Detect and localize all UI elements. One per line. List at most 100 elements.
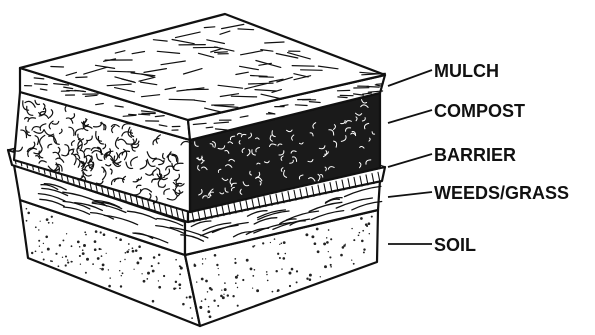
mulch-straw	[238, 29, 254, 30]
soil-speck	[309, 278, 312, 281]
soil-speck	[189, 296, 192, 299]
soil-speck	[126, 251, 129, 254]
soil-speck	[119, 238, 122, 241]
soil-speck	[158, 286, 161, 289]
soil-speck	[62, 257, 63, 258]
soil-speck	[275, 270, 277, 272]
soil-speck	[139, 257, 142, 260]
soil-speck	[296, 281, 298, 283]
mulch-leader-line	[388, 70, 432, 86]
mulch-straw	[292, 66, 314, 67]
soil-speck	[35, 226, 37, 228]
soil-speck	[178, 283, 181, 286]
soil-speck	[153, 256, 156, 259]
soil-speck	[70, 261, 72, 263]
soil-speck	[100, 249, 101, 250]
soil-speck	[152, 270, 155, 273]
soil-speck	[363, 251, 365, 253]
soil-speck	[120, 261, 122, 263]
soil-speck	[45, 236, 48, 239]
soil-speck	[320, 276, 321, 277]
soil-speck	[223, 294, 224, 295]
soil-speck	[289, 272, 292, 275]
soil-speck	[279, 244, 280, 245]
soil-speck	[218, 274, 220, 276]
soil-speck	[363, 248, 365, 250]
soil-speck	[237, 275, 239, 277]
soil-speck	[179, 273, 181, 275]
soil-speck	[204, 298, 206, 300]
mulch-straw	[295, 105, 307, 106]
mulch-straw	[139, 114, 150, 115]
soil-speck	[99, 248, 101, 250]
soil-speck	[128, 249, 129, 250]
soil-speck	[296, 270, 298, 272]
soil-speck	[305, 233, 308, 236]
soil-speck	[121, 275, 122, 276]
soil-speck	[82, 252, 85, 255]
soil-speck	[94, 240, 97, 243]
soil-speck	[101, 255, 103, 257]
soil-speck	[358, 234, 360, 236]
soil-speck	[125, 252, 127, 254]
soil-speck	[285, 253, 287, 255]
soil-speck	[256, 289, 259, 292]
soil-speck	[186, 297, 188, 299]
soil-speck	[324, 265, 327, 268]
soil-speck	[52, 222, 54, 224]
soil-speck	[274, 238, 276, 240]
soil-speck	[50, 260, 52, 262]
mulch-straw	[367, 87, 379, 88]
soil-speck	[201, 278, 204, 281]
soil-speck	[252, 246, 254, 248]
soil-speck	[51, 216, 53, 218]
soil-speck	[237, 287, 238, 288]
soil-speck	[55, 253, 57, 255]
soil-speck	[194, 264, 197, 267]
soil-speck	[38, 229, 39, 230]
soil-speck	[128, 243, 130, 245]
soil-speck	[27, 212, 30, 215]
mulch-straw	[108, 71, 135, 72]
soil-speck	[71, 245, 73, 247]
soil-speck	[368, 222, 371, 225]
soil-speck	[124, 259, 125, 260]
soil-speck	[267, 280, 269, 282]
soil-speck	[39, 246, 40, 247]
soil-speck	[277, 289, 280, 292]
soil-speck	[175, 281, 177, 283]
soil-speck	[207, 291, 208, 292]
soil-speck	[143, 280, 146, 283]
soil-speck	[62, 239, 64, 241]
soil-speck	[205, 280, 208, 283]
soil-speck	[147, 272, 150, 275]
soil-speck	[309, 274, 312, 277]
soil-speck	[77, 241, 80, 244]
soil-speck	[109, 277, 110, 278]
soil-speck	[43, 259, 45, 261]
soil-speck	[281, 243, 283, 245]
soil-speck	[182, 303, 185, 306]
soil-speck	[132, 250, 135, 253]
mulch-straw	[376, 84, 383, 85]
soil-speck	[291, 268, 294, 271]
soil-speck	[173, 287, 175, 289]
soil-speck	[353, 263, 355, 265]
soil-speck	[119, 270, 120, 271]
soil-speck	[58, 265, 60, 267]
soil-speck	[366, 225, 368, 227]
soil-speck	[217, 305, 219, 307]
mulch-straw	[169, 99, 194, 100]
soil-speck	[208, 306, 210, 308]
soil-speck	[85, 234, 87, 236]
soil-speck	[158, 262, 160, 264]
soil-speck	[135, 249, 138, 252]
mulch-straw	[301, 70, 323, 71]
soil-speck	[152, 300, 155, 303]
soil-speck	[48, 222, 50, 224]
compost-leader-line	[388, 110, 432, 123]
soil-speck	[328, 251, 329, 252]
soil-speck	[108, 269, 109, 270]
soil-speck	[180, 266, 182, 268]
